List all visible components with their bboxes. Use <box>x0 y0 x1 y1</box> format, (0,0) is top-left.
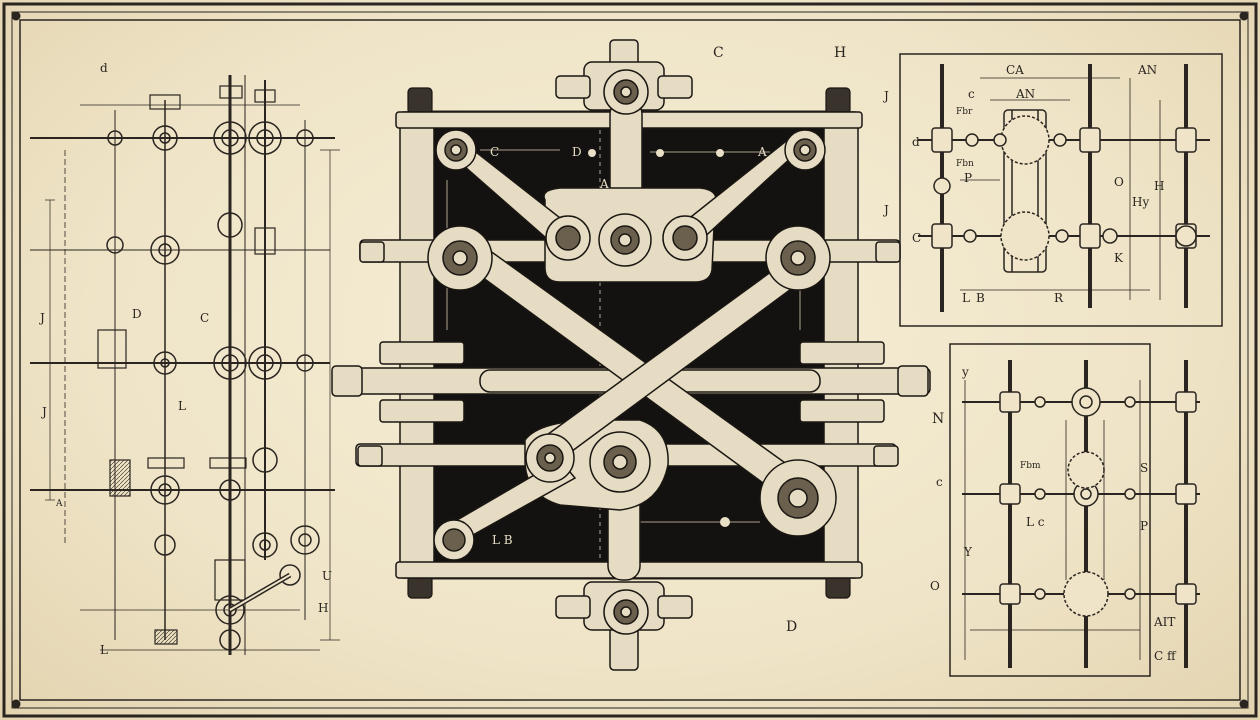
label-tr-h: H <box>1154 179 1165 193</box>
label-left-l-mid: L <box>178 399 186 413</box>
label-tr-l: L <box>962 291 970 305</box>
label-br-s: S <box>1140 461 1149 475</box>
label-left-l: L <box>100 643 108 657</box>
label-tr-fc: P <box>964 171 973 185</box>
label-tr-j: J <box>884 89 889 103</box>
label-tr-c: c <box>968 87 975 101</box>
label-tr-note2: Fbn <box>956 159 974 169</box>
label-br-cff: C ff <box>1154 649 1176 663</box>
bottom-right-schematic <box>949 343 1200 677</box>
label-plate-d: D <box>572 145 582 159</box>
label-br-note: Fbm <box>1020 461 1041 471</box>
label-br-o: O <box>930 579 940 593</box>
label-left-h: H <box>318 601 329 615</box>
label-tr-r: R <box>1054 291 1064 305</box>
label-tr-c2: C <box>912 231 922 245</box>
label-bottom-d: D <box>786 619 798 635</box>
label-br-c: c <box>936 475 943 489</box>
label-left-j: J <box>40 311 45 325</box>
label-tr-b: B <box>976 291 985 305</box>
label-br-p: P <box>1140 519 1149 533</box>
label-left-a: A <box>56 499 63 509</box>
label-tr-j2: J <box>884 203 889 217</box>
label-tr-ca: CA <box>1006 63 1024 77</box>
label-plate-c: C <box>490 145 500 159</box>
label-tr-k: K <box>1114 251 1123 265</box>
label-left-d-top: d <box>100 61 108 75</box>
label-tr-o: O <box>1114 175 1124 189</box>
label-br-y: Y <box>964 545 972 559</box>
label-top-h: H <box>834 45 847 61</box>
label-tr-note1: Fbr <box>956 107 973 117</box>
label-tr-d: d <box>912 135 920 149</box>
label-br-aff: AIT <box>1154 615 1176 629</box>
label-plate-a: A <box>758 145 767 159</box>
label-left-d-mid: D <box>132 307 142 321</box>
label-left-u: U <box>322 569 333 583</box>
left-schematic <box>30 75 340 655</box>
label-br-n: N <box>932 411 945 427</box>
label-plate-lb: L B <box>492 533 513 547</box>
label-tr-an: AN <box>1016 87 1036 101</box>
label-left-c-mid: C <box>200 311 210 325</box>
center-mechanism <box>331 39 931 671</box>
label-tr-an2: AN <box>1138 63 1158 77</box>
label-top-c: C <box>713 45 724 61</box>
label-left-j2: J <box>42 405 47 419</box>
label-tr-hy: Hy <box>1132 195 1150 209</box>
label-plate-a2: A <box>600 177 609 191</box>
label-br-y2: y <box>962 365 969 379</box>
top-right-schematic <box>899 53 1223 327</box>
label-br-lc: L c <box>1026 515 1045 529</box>
